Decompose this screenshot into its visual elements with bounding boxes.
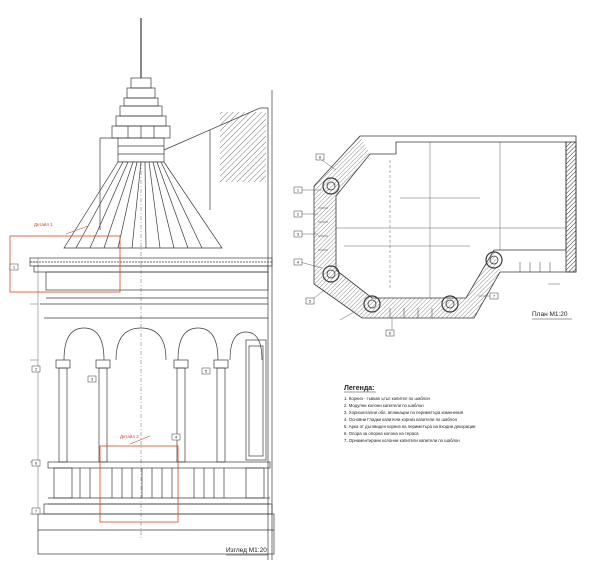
legend-item: 5. Арка от дъговиден корниз на периметър… <box>344 424 476 429</box>
plan-tag: 7 <box>493 294 496 299</box>
legend-title: Легенда: <box>344 385 375 392</box>
legend-item: 1. Корниз - гъвкав ъгъл капител по шабло… <box>344 396 431 401</box>
column-capital <box>95 359 111 369</box>
tower-elevation <box>9 18 275 560</box>
plan-column <box>485 251 503 269</box>
entablature <box>29 257 273 319</box>
detail-2-label: Детайл 2 <box>120 433 139 439</box>
legend: Легенда: 1. Корниз - гъвкав ъгъл капител… <box>344 385 476 443</box>
elevation-tag: 1 <box>13 265 16 270</box>
plan-tag: 6 <box>389 331 392 336</box>
detail-2-box <box>99 445 179 523</box>
plan-inner-floor <box>335 141 567 299</box>
plan-tag: 3 <box>297 232 300 237</box>
legend-item: 4. Основни Гладки капители корниз капите… <box>344 417 458 422</box>
background-building <box>99 90 273 560</box>
plan-tag: 4 <box>297 260 300 265</box>
legend-item: 7. Орнаментирани колонни капители капите… <box>344 438 460 443</box>
plan-tag: 2 <box>297 212 300 217</box>
lantern <box>111 77 171 163</box>
legend-item: 3. Хоризонтални обл. апликации по периме… <box>344 410 464 415</box>
conical-roof <box>63 161 223 249</box>
elevation-tag: 2 <box>35 367 38 372</box>
plan-caption: План М1:20 <box>532 311 568 318</box>
elevation-tag: 4 <box>175 435 178 440</box>
plan-column <box>322 265 340 283</box>
balustrade <box>37 461 275 555</box>
elevation-caption: Изглед М1:20 <box>226 547 267 554</box>
plan-tag: 8 <box>319 155 322 160</box>
plan-column <box>441 295 459 313</box>
column-capital <box>213 359 229 369</box>
column-capital <box>173 359 189 369</box>
plan-column <box>363 295 381 313</box>
plan-tags: 1 2 3 4 5 6 7 8 <box>293 153 499 337</box>
elevation-tag: 5 <box>205 369 208 374</box>
detail-1-label: Детайл 1 <box>34 221 53 227</box>
elevation-tag: 7 <box>35 509 38 514</box>
plan-column <box>322 177 340 195</box>
colonnade <box>55 327 267 463</box>
legend-item: 6. Опора за опорна колона на тераса <box>344 431 419 436</box>
elevation-tag: 3 <box>91 377 94 382</box>
plan-tag: 1 <box>297 188 300 193</box>
elevation-tags: 1 2 3 4 5 6 7 <box>9 263 211 515</box>
floor-plan <box>299 135 577 330</box>
legend-item: 2. Модулни колони капители по шаблон <box>344 403 424 408</box>
elevation-tag: 6 <box>35 461 38 466</box>
column-capital <box>55 359 71 369</box>
plan-tag: 5 <box>309 299 312 304</box>
